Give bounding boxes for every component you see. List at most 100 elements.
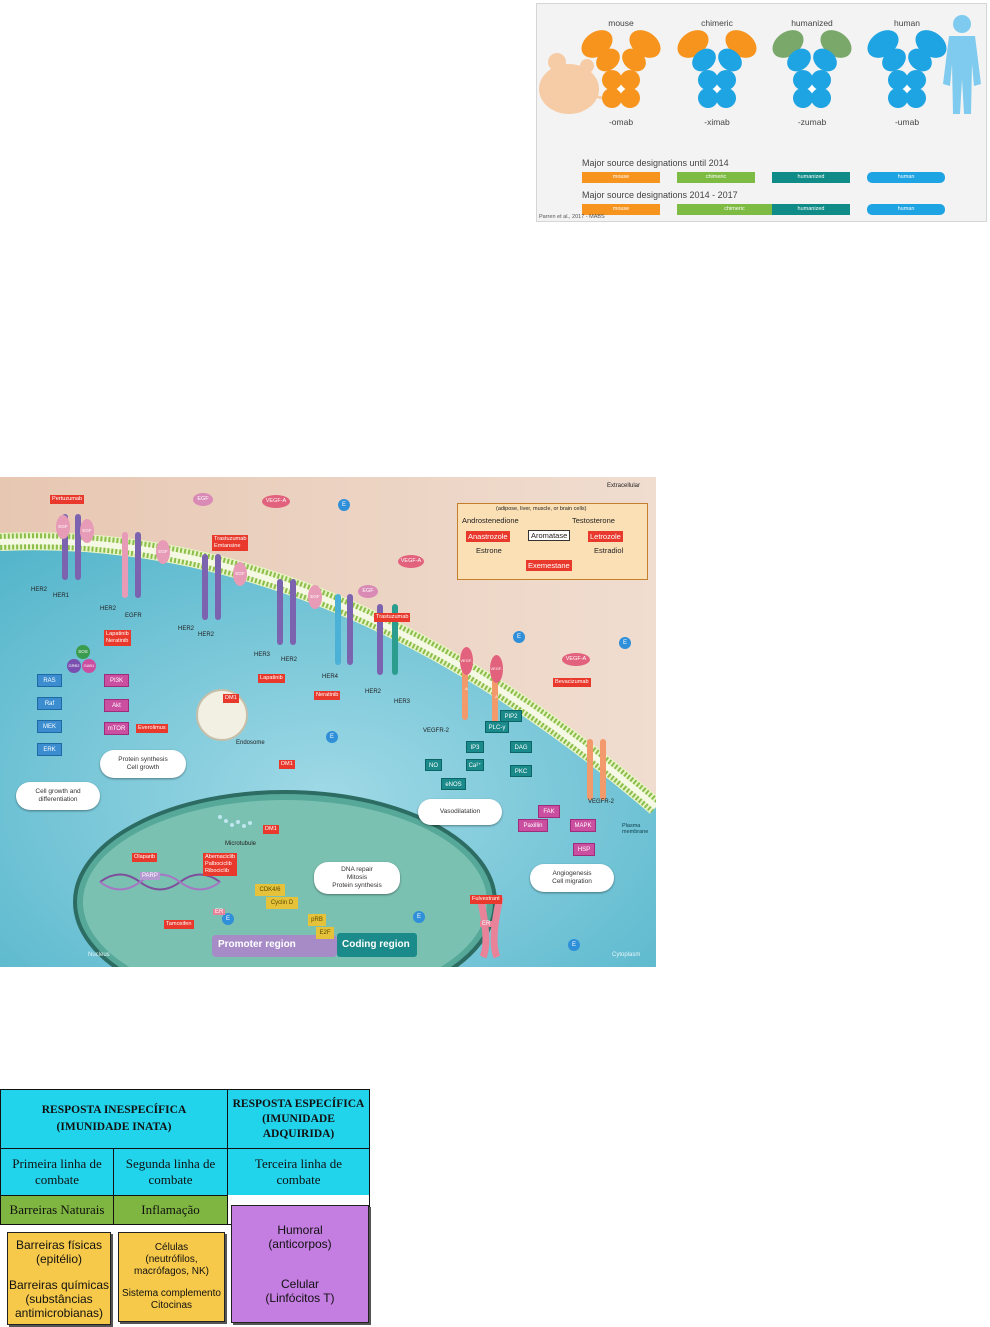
drug-bevacizumab: Bevacizumab: [553, 678, 591, 687]
citation: Parren et al., 2017 - MABS: [539, 214, 605, 220]
label-endosome: Endosome: [236, 740, 265, 746]
heading-2014-2017: Major source designations 2014 - 2017: [582, 190, 738, 200]
drug-fulvestrant: Fulvestrant: [470, 895, 502, 904]
drug-trastuzumab: Trastuzumab: [374, 613, 410, 622]
aromatase-box: (adipose, liver, muscle, or brain cells)…: [457, 503, 648, 580]
drug-tamoxifen: Tamoxifen: [164, 920, 194, 929]
bubble-protein-synthesis: Protein synthesis Cell growth: [100, 750, 186, 778]
bar-human-2014: human: [867, 172, 945, 183]
node-mapk: MAPK: [570, 819, 596, 832]
aromatase-estradiol: Estradiol: [594, 546, 623, 555]
drug-neratinib: Neratinib: [314, 691, 340, 700]
ligand-vegfa-3: VEGF-A: [460, 647, 473, 675]
receptor-her2-2: HER2: [100, 606, 116, 612]
receptor-her2-4: HER2: [198, 632, 214, 638]
node-dag: DAG: [510, 741, 532, 753]
aromatase-estrone: Estrone: [476, 546, 502, 555]
node-hsp: HSP: [573, 843, 595, 856]
estrogen-e-4: E: [326, 731, 338, 743]
node-er-1: ER: [213, 909, 225, 915]
node-akt: Akt: [104, 699, 129, 712]
node-no: NO: [425, 759, 442, 771]
ligand-egf-6: EGF: [233, 562, 247, 586]
drug-dm1-3: DM1: [263, 825, 279, 834]
drug-cdk-inhibitors: Abemaciclib Palbociclib Ribociclib: [203, 853, 237, 876]
bar-humanized-2014: humanized: [772, 172, 850, 183]
suffix-omab: -omab: [581, 117, 661, 127]
node-mtor: mTOR: [104, 722, 129, 735]
ligand-egf-1: EGF: [193, 493, 213, 506]
drug-pertuzumab: Pertuzumab: [50, 495, 84, 504]
node-parp: PARP: [140, 872, 160, 880]
header-innate: RESPOSTA INESPECÍFICA (IMUNIDADE INATA): [0, 1089, 228, 1149]
node-e2f: E2F: [316, 927, 334, 939]
node-cyclin: Cyclin D: [266, 897, 298, 909]
inflammation: Inflamação: [113, 1195, 228, 1225]
label-coding-region: Coding region: [342, 939, 410, 950]
humoral: Humoral (anticorpos): [268, 1223, 331, 1251]
bubble-cell-growth: Cell growth and differentiation: [16, 782, 100, 810]
bar-human-2017: human: [867, 204, 945, 215]
humanized-antibody: [767, 24, 857, 108]
node-pkc: PKC: [510, 765, 532, 777]
drug-dm1-1: DM1: [223, 694, 239, 703]
node-fak: FAK: [538, 805, 560, 818]
drug-lapatinib-neratinib: Lapatinib Neratinib: [104, 630, 131, 646]
node-plc: PLC-γ: [485, 721, 509, 733]
receptor-her3-1: HER3: [254, 652, 270, 658]
adaptive-box: Humoral (anticorpos) Celular (Linfócitos…: [231, 1205, 369, 1323]
cellular: Celular (Linfócitos T): [265, 1277, 334, 1305]
node-pi3k: PI3K: [104, 674, 129, 687]
bar-humanized-2017: humanized: [772, 204, 850, 215]
label-extracellular: Extracellular: [607, 483, 640, 489]
node-mek: MEK: [37, 720, 62, 733]
node-ca: Ca²⁺: [466, 759, 484, 771]
estrogen-e-2: E: [513, 631, 525, 643]
bar-mouse-2014: mouse: [582, 172, 660, 183]
drug-dm1-2: DM1: [279, 760, 295, 769]
human-silhouette: [943, 15, 981, 114]
col-label-humanized: humanized: [772, 18, 852, 28]
adaptor-sos: SOS: [76, 645, 90, 659]
adaptor-grb2: GRB2: [67, 659, 81, 673]
antibody-nomenclature-figure: mouse chimeric humanized human -omab -xi…: [536, 3, 987, 222]
innate-second-line-box: Células (neutrófilos, macrófagos, NK) Si…: [118, 1232, 225, 1322]
estrogen-e-3: E: [619, 637, 631, 649]
estrogen-e-1: E: [338, 499, 350, 511]
receptor-her4: HER4: [322, 674, 338, 680]
node-cdk46: CDK4/6: [255, 884, 285, 896]
ligand-egf-5: EGF: [358, 585, 378, 598]
aromatase-enzyme: Aromatase: [528, 530, 570, 541]
node-erk: ERK: [37, 743, 62, 756]
aromatase-androstenedione: Androstenedione: [462, 516, 519, 525]
label-plasma-membrane: Plasma membrane: [622, 823, 648, 835]
aromatase-testosterone: Testosterone: [572, 516, 615, 525]
physical-barriers: Barreiras físicas (epitélio): [16, 1238, 102, 1266]
receptor-her2-5: HER2: [281, 657, 297, 663]
heading-until-2014: Major source designations until 2014: [582, 158, 729, 168]
receptor-egfr: EGFR: [125, 613, 142, 619]
aromatase-letrozole: Letrozole: [588, 531, 623, 542]
node-prb: pRB: [308, 914, 326, 926]
ligand-vegfa-2: VEGF-A: [398, 555, 424, 568]
label-microtubule: Microtubule: [225, 841, 256, 847]
chimeric-antibody: [672, 24, 762, 108]
suffix-umab: -umab: [867, 117, 947, 127]
innate-first-line-box: Barreiras físicas (epitélio) Barreiras q…: [7, 1232, 111, 1325]
drug-lapatinib: Lapatinib: [258, 674, 285, 683]
label-cytoplasm: Cytoplasm: [612, 952, 640, 958]
cells: Células (neutrófilos, macrófagos, NK): [134, 1242, 209, 1278]
node-raf: Raf: [37, 697, 62, 710]
aromatase-subtitle: (adipose, liver, muscle, or brain cells): [496, 506, 586, 512]
bar-chimeric-2014: chimeric: [677, 172, 755, 183]
human-antibody: [862, 24, 952, 108]
ligand-vegfa-4: VEGF-A: [490, 655, 503, 683]
drug-trastuzumab-emtansine: Trastuzumab Emtansine: [212, 535, 248, 551]
ligand-egf-4: EGF: [156, 540, 170, 564]
complement-cytokines: Sistema complemento Citocinas: [122, 1288, 221, 1312]
receptor-vegfr2-1: VEGFR-2: [423, 728, 449, 734]
first-line: Primeira linha de combate: [0, 1148, 114, 1196]
col-label-mouse: mouse: [581, 18, 661, 28]
receptor-her3-2: HER3: [394, 699, 410, 705]
receptor-her2-6: HER2: [365, 689, 381, 695]
